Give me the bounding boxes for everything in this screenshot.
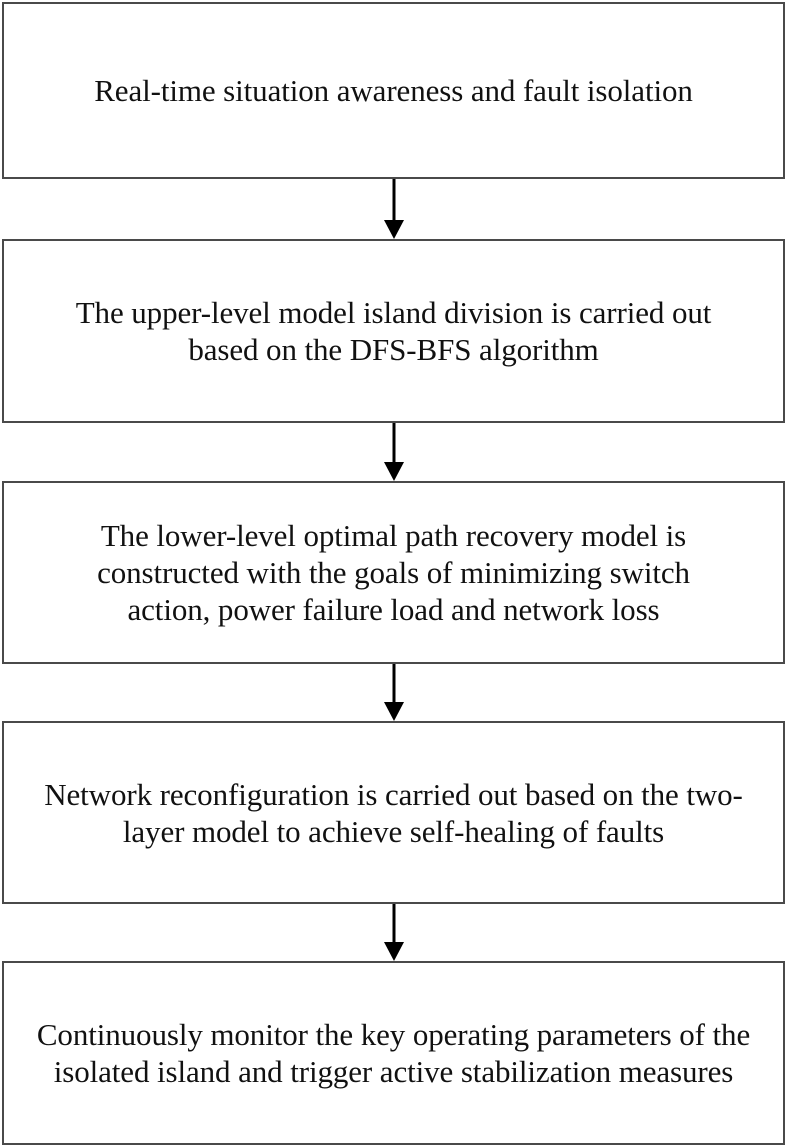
- connector-arrow-4: [383, 904, 405, 961]
- flow-node-4: Network reconfiguration is carried out b…: [2, 721, 785, 904]
- flow-node-5-label: Continuously monitor the key operating p…: [36, 1017, 751, 1089]
- flow-node-1: Real-time situation awareness and fault …: [2, 2, 785, 179]
- flow-node-4-label: Network reconfiguration is carried out b…: [44, 776, 743, 849]
- flow-node-3: The lower-level optimal path recovery mo…: [2, 481, 785, 664]
- down-arrow-icon: [384, 904, 404, 961]
- connector-arrow-3: [383, 664, 405, 721]
- flow-node-2: The upper-level model island division is…: [2, 239, 785, 423]
- flow-node-1-label: Real-time situation awareness and fault …: [94, 73, 693, 108]
- flow-node-2-label: The upper-level model island division is…: [75, 295, 712, 367]
- connector-arrow-2: [383, 423, 405, 481]
- down-arrow-icon: [384, 423, 404, 481]
- down-arrow-icon: [384, 179, 404, 239]
- down-arrow-icon: [384, 664, 404, 721]
- flow-node-3-label: The lower-level optimal path recovery mo…: [97, 518, 690, 627]
- flow-node-5: Continuously monitor the key operating p…: [2, 961, 785, 1145]
- connector-arrow-1: [383, 179, 405, 239]
